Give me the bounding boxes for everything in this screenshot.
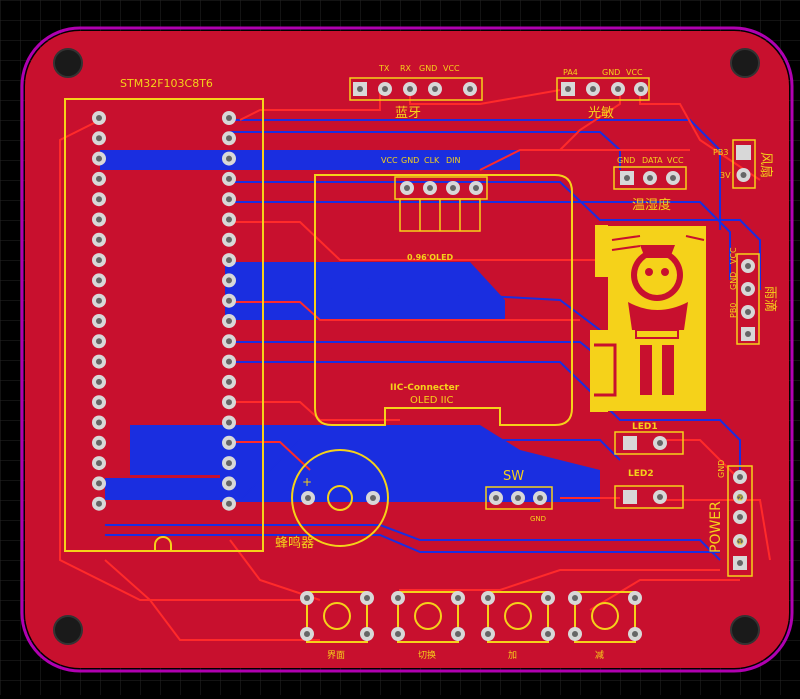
photo-name: 光敏: [588, 106, 614, 121]
th-pin-vcc: VCC: [667, 156, 684, 165]
silkscreen-logo-artwork: [590, 225, 706, 412]
oled-iic-label: OLED IIC: [410, 395, 454, 406]
photo-pin-pa4: PA4: [563, 68, 578, 77]
th-pin-data: DATA: [642, 156, 663, 165]
led2-footprint: LED2: [614, 469, 684, 509]
push-button-2: 切换: [391, 591, 465, 661]
button-label: 界面: [327, 650, 345, 661]
temp-humidity-header: GND DATA VCC 温湿度: [613, 156, 687, 213]
oled-pin-gnd: GND: [401, 156, 419, 165]
buzzer-footprint: + 蜂鸣器: [275, 449, 389, 551]
rain-pin-vcc: VCC: [729, 247, 738, 264]
iic-connector-label: IIC-Connecter: [390, 383, 460, 393]
rain-sensor-header: VCC GND PB0 雨滴: [729, 247, 778, 345]
button-label: 切换: [418, 649, 436, 661]
fan-header: PB3 3V 风扇: [713, 139, 774, 189]
board-copper-fill: [25, 31, 789, 668]
th-name: 温湿度: [632, 197, 671, 213]
oled-pin-vcc: VCC: [381, 156, 398, 165]
bt-pin-vcc: VCC: [443, 64, 460, 73]
switch-footprint: SW GND: [485, 469, 553, 523]
photo-pin-vcc: VCC: [626, 68, 643, 77]
push-button-3: 加: [481, 591, 555, 661]
bt-pin-gnd: GND: [419, 64, 437, 73]
power-label: POWER: [708, 501, 724, 553]
fan-name: 风扇: [758, 152, 774, 178]
mcu-label: STM32F103C8T6: [120, 77, 213, 90]
power-pin-number: ①: [736, 538, 744, 548]
bt-name: 蓝牙: [395, 106, 421, 121]
push-button-1: 界面: [300, 591, 374, 661]
buzzer-plus: +: [302, 475, 312, 489]
push-button-4: 减: [568, 591, 642, 661]
buzzer-label: 蜂鸣器: [275, 535, 314, 551]
power-pin-number: ②: [736, 494, 744, 504]
power-connector: ② ① GND POWER: [708, 460, 753, 577]
bluetooth-header: TX RX GND VCC 蓝牙: [349, 64, 483, 121]
push-buttons: 界面 切换 加 减: [300, 591, 642, 661]
button-label: 加: [508, 650, 517, 661]
mcu-module: STM32F103C8T6: [64, 77, 264, 552]
bt-pin-rx: RX: [400, 64, 412, 73]
bt-pin-tx: TX: [378, 64, 390, 73]
oled-module: VCC GND CLK DIN 0.96'OLED IIC-Connecter …: [314, 156, 573, 426]
photo-pin-gnd: GND: [602, 68, 620, 77]
power-gnd-label: GND: [717, 460, 726, 478]
board-outline: [20, 26, 794, 673]
sw-label: SW: [503, 469, 524, 484]
mounting-holes: [53, 48, 760, 645]
oled-pin-clk: CLK: [424, 156, 440, 165]
fan-pin-3v: 3V: [720, 171, 731, 180]
led1-label: LED1: [632, 422, 658, 432]
oled-pin-din: DIN: [446, 156, 461, 165]
sw-gnd-label: GND: [530, 515, 546, 523]
photosensor-header: PA4 GND VCC 光敏: [556, 68, 650, 121]
rain-pin-gnd: GND: [729, 272, 738, 290]
fan-pin-pb3: PB3: [713, 148, 728, 157]
led2-label: LED2: [628, 469, 654, 479]
rain-pin-pb0: PB0: [729, 303, 738, 318]
mcu-pin-rows: [92, 111, 236, 511]
bottom-layer-traces: [100, 119, 761, 561]
led1-footprint: LED1: [614, 422, 684, 455]
oled-size-label: 0.96'OLED: [407, 253, 454, 262]
button-label: 减: [595, 649, 604, 661]
th-pin-gnd: GND: [617, 156, 635, 165]
rain-name: 雨滴: [762, 286, 778, 312]
